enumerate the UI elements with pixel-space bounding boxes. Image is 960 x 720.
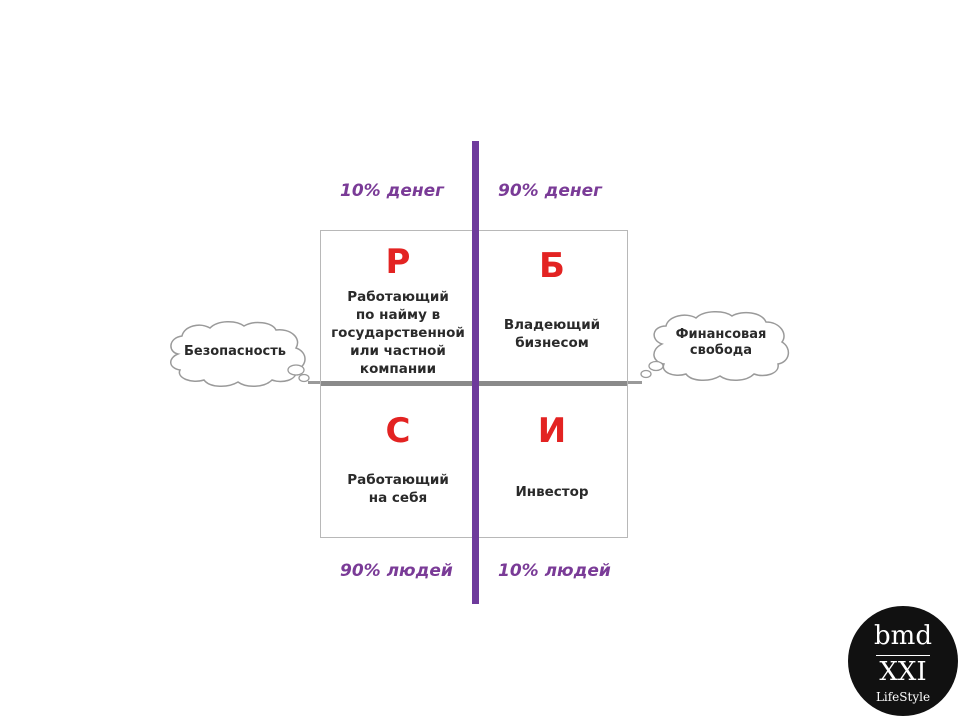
quadrant-business-owner: Б Владеющий бизнесом xyxy=(475,231,629,381)
quadrant-employee: Р Работающий по найму в государственной … xyxy=(321,231,475,381)
logo-divider xyxy=(876,655,930,656)
quadrant-letter: Б xyxy=(539,246,565,286)
caption-bottom-right: 10% людей xyxy=(498,561,611,581)
quadrant-investor: И Инвестор xyxy=(475,386,629,538)
caption-bottom-left: 90% людей xyxy=(340,561,453,581)
logo-line-3: LifeStyle xyxy=(875,690,931,704)
quadrant-description: Работающий по найму в государственной ил… xyxy=(331,289,465,377)
quadrant-description: Работающий на себя xyxy=(347,472,449,506)
vertical-divider xyxy=(472,141,479,604)
bmd-logo: bmd XXI LifeStyle xyxy=(848,606,958,716)
quadrant-description: Инвестор xyxy=(515,484,589,500)
quadrant-letter: С xyxy=(385,411,411,451)
cloud-left-label: Безопасность xyxy=(183,344,287,359)
cloud-left xyxy=(170,321,310,387)
logo-line-1: bmd xyxy=(874,621,932,651)
cloud-right-label: Финансовая свобода xyxy=(675,327,767,358)
connector-left xyxy=(308,381,322,384)
caption-top-right: 90% денег xyxy=(498,181,603,201)
quadrant-letter: И xyxy=(537,411,567,451)
caption-top-left: 10% денег xyxy=(340,181,445,201)
quadrant-self-employed: С Работающий на себя xyxy=(321,386,475,538)
cloud-right xyxy=(640,311,790,381)
quadrant-description: Владеющий бизнесом xyxy=(503,317,601,351)
logo-line-2: XXI xyxy=(879,657,927,687)
quadrant-letter: Р xyxy=(385,242,411,282)
connector-right xyxy=(626,381,642,384)
